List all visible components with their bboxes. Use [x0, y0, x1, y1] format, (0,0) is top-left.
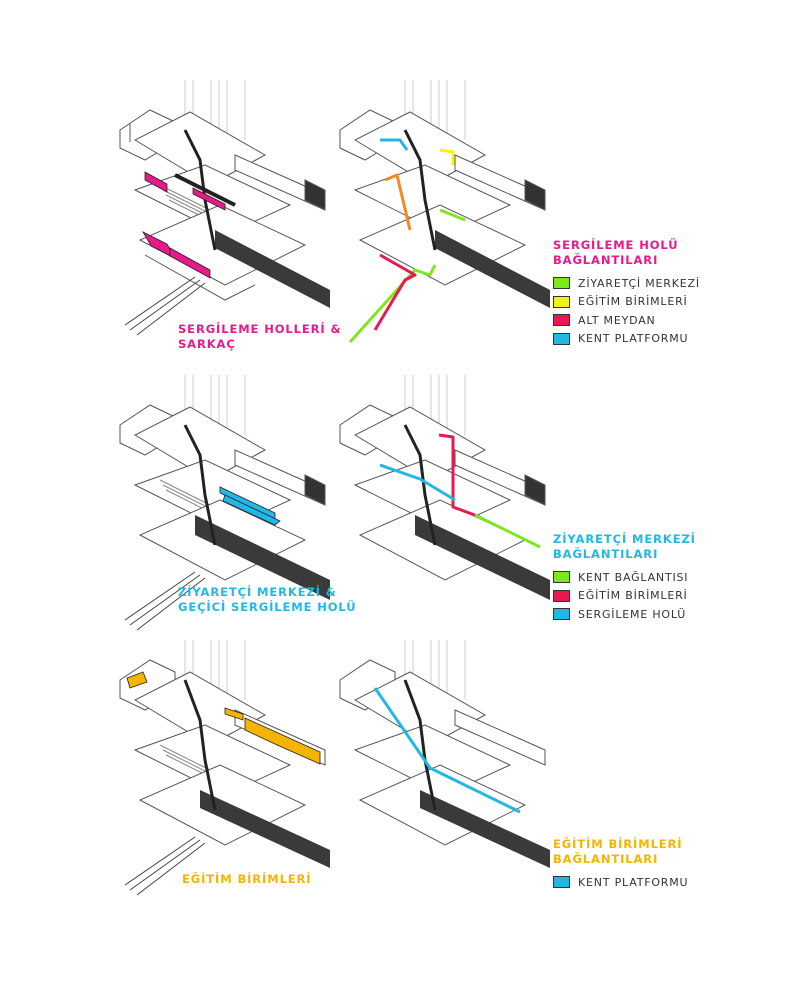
diagram-visitor-connections [335, 375, 565, 635]
building-axonometric [340, 80, 550, 308]
caption-line: GEÇİCİ SERGİLEME HOLÜ [178, 600, 357, 615]
legend-item: EĞİTİM BİRİMLERİ [553, 587, 696, 606]
legend-visitor-connections: ZİYARETÇİ MERKEZİ BAĞLANTILARI KENT BAĞL… [553, 532, 696, 624]
legend-item: ZİYARETÇİ MERKEZİ [553, 274, 700, 293]
caption-exhibition-halls: SERGİLEME HOLLERİ & SARKAÇ [178, 322, 341, 352]
legend-item: KENT PLATFORMU [553, 330, 700, 349]
caption-line: SARKAÇ [178, 337, 341, 352]
building-axonometric [120, 640, 330, 895]
swatch-red [553, 314, 570, 326]
legend-title: EĞİTİM BİRİMLERİ BAĞLANTILARI [553, 837, 688, 867]
swatch-cyan [553, 333, 570, 345]
caption-line: EĞİTİM BİRİMLERİ [182, 872, 311, 887]
swatch-cyan [553, 608, 570, 620]
caption-line: ZİYARETÇİ MERKEZİ & [178, 585, 357, 600]
swatch-cyan [553, 876, 570, 888]
swatch-green [553, 571, 570, 583]
building-axonometric [340, 640, 550, 868]
diagram-exhibition-halls [115, 80, 345, 340]
legend-item: KENT BAĞLANTISI [553, 568, 696, 587]
legend-exhibition-connections: SERGİLEME HOLÜ BAĞLANTILARI ZİYARETÇİ ME… [553, 238, 700, 348]
legend-title: ZİYARETÇİ MERKEZİ BAĞLANTILARI [553, 532, 696, 562]
caption-education-units: EĞİTİM BİRİMLERİ [182, 872, 311, 887]
building-axonometric [340, 375, 550, 600]
legend-item: ALT MEYDAN [553, 311, 700, 330]
legend-education-connections: EĞİTİM BİRİMLERİ BAĞLANTILARI KENT PLATF… [553, 837, 688, 892]
diagram-education-connections [335, 640, 565, 900]
swatch-yellow [553, 296, 570, 308]
legend-title: SERGİLEME HOLÜ BAĞLANTILARI [553, 238, 700, 268]
legend-item: EĞİTİM BİRİMLERİ [553, 293, 700, 312]
legend-item: SERGİLEME HOLÜ [553, 605, 696, 624]
diagram-exhibition-connections [335, 80, 565, 340]
legend-item: KENT PLATFORMU [553, 873, 688, 892]
caption-visitor-center: ZİYARETÇİ MERKEZİ & GEÇİCİ SERGİLEME HOL… [178, 585, 357, 615]
caption-line: SERGİLEME HOLLERİ & [178, 322, 341, 337]
diagram-education-units [115, 640, 345, 900]
swatch-green [553, 277, 570, 289]
swatch-red [553, 590, 570, 602]
